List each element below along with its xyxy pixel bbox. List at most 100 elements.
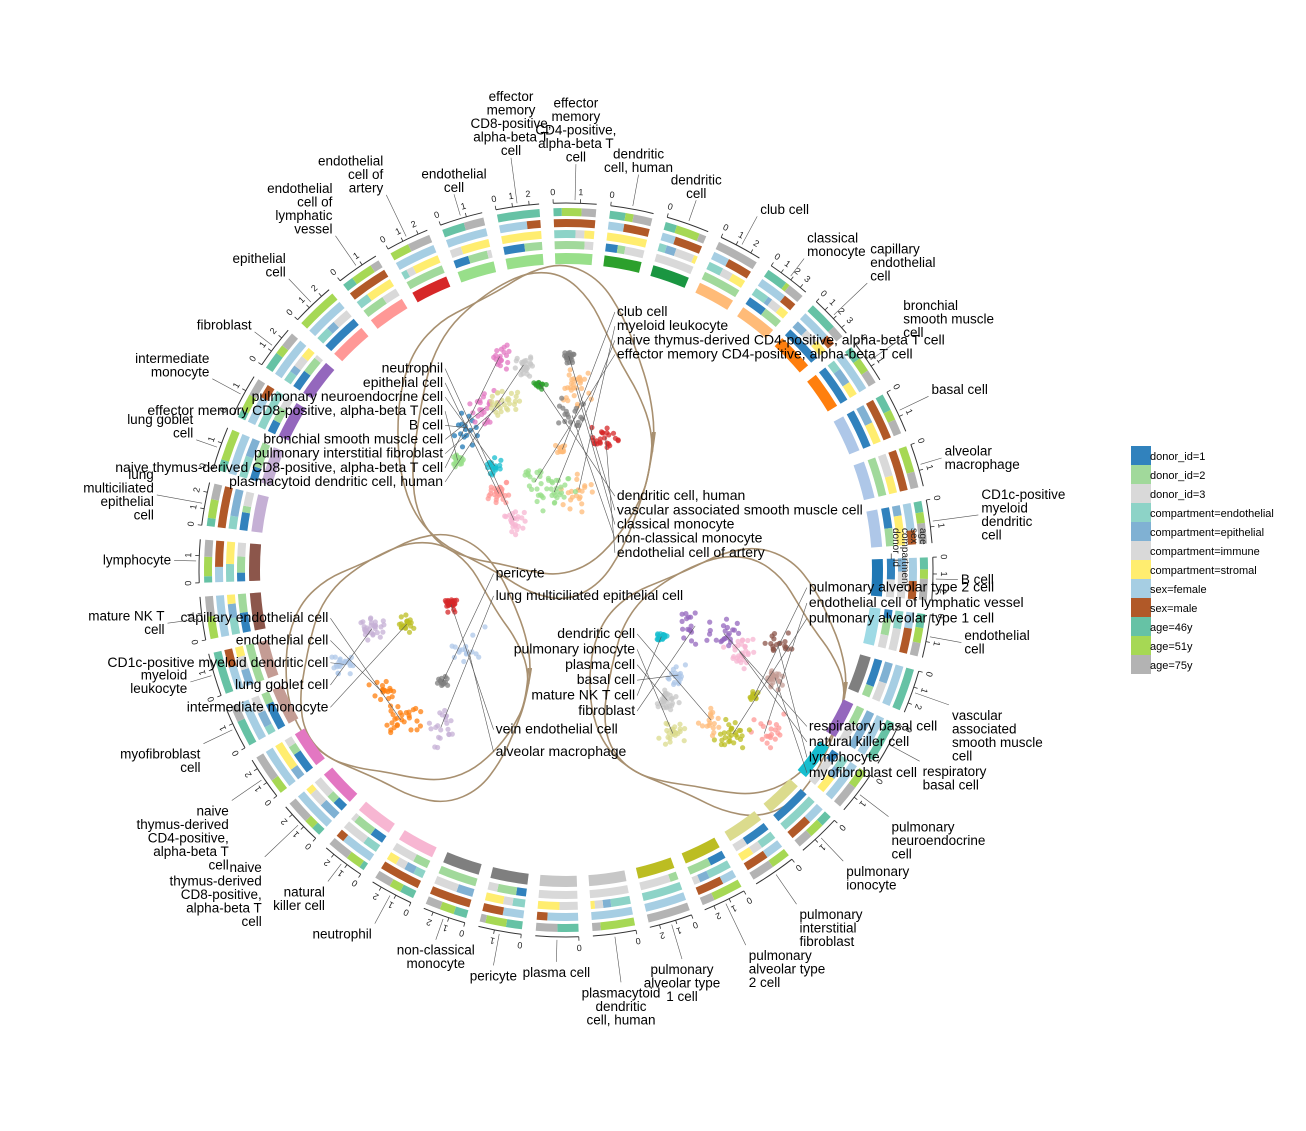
sector-tick: [919, 671, 923, 672]
cell-point: [513, 407, 518, 412]
sector-track-segment: [888, 420, 901, 437]
sector-track-segment: [609, 211, 626, 221]
sector-tick-label: 1: [936, 522, 947, 528]
sector-tick: [295, 317, 298, 320]
sector-tick-label: 1: [206, 435, 217, 443]
cell-point: [700, 723, 705, 728]
sector-track-segment: [903, 503, 915, 531]
sector-track-segment: [426, 896, 443, 909]
sector-tick-label: 0: [350, 878, 360, 889]
cluster-label: lymphocyte: [809, 748, 880, 764]
sector-track-segment: [608, 222, 625, 232]
cluster-label-leader: [441, 596, 494, 727]
sector-track-segment: [204, 576, 212, 583]
ring-sector: 012: [695, 222, 761, 310]
cell-point: [775, 731, 780, 736]
cell-point: [527, 374, 532, 379]
sector-tick: [792, 859, 794, 862]
cluster-label: vein endothelial cell: [496, 721, 618, 737]
sector-label-leader: [933, 515, 979, 521]
sector-track-segment: [554, 219, 596, 228]
sector-tick: [660, 925, 661, 929]
cluster-point-group: [589, 425, 621, 450]
sector-tick-label: 0: [691, 920, 699, 931]
sector-track-segment: [920, 569, 928, 579]
sector-track-segment: [215, 567, 223, 582]
sector-tick-label: 1: [217, 724, 228, 733]
sector-track-segment: [243, 492, 254, 508]
cell-point: [721, 623, 726, 628]
sector-track-segment: [555, 241, 585, 250]
cell-point: [565, 398, 570, 403]
cell-point: [716, 716, 721, 721]
sector-track-segment: [204, 557, 212, 577]
sector-tick: [887, 390, 890, 392]
cluster-label-leader: [451, 604, 494, 729]
sector-tick-label: 3: [844, 315, 855, 325]
legend: donor_id=1donor_id=2donor_id=3compartmen…: [1131, 446, 1274, 674]
sector-celltype-band: [555, 253, 593, 265]
cell-point: [504, 366, 509, 371]
cell-point: [372, 693, 377, 698]
sector-tick-label: 0: [303, 841, 313, 852]
cell-point: [682, 726, 687, 731]
sector-track-segment: [910, 642, 921, 657]
sector-tick-label: 0: [186, 521, 197, 527]
cluster-point-group: [553, 443, 567, 455]
cell-point: [567, 506, 572, 511]
cell-point: [734, 659, 739, 664]
ring-sector: 012: [371, 830, 437, 918]
cell-point: [499, 347, 504, 352]
cell-point: [677, 700, 682, 705]
cluster-point-group: [443, 597, 459, 614]
sector-tick: [667, 213, 668, 217]
sector-tick: [908, 703, 912, 704]
cell-point: [510, 524, 515, 529]
sector-tick-label: 0: [378, 234, 387, 245]
sector-tick: [401, 238, 403, 242]
sector-tick-label: 2: [425, 917, 433, 928]
sector-tick-label: 0: [490, 194, 497, 205]
sector-track-segment: [503, 907, 525, 918]
cell-point: [656, 736, 661, 741]
sector-label-leader: [454, 194, 460, 215]
track-label: donor_id: [890, 528, 901, 567]
cell-point: [539, 481, 544, 486]
sector-track-segment: [537, 912, 548, 921]
sector-tick: [692, 915, 693, 919]
cell-point: [606, 432, 611, 437]
cell-point: [371, 632, 376, 637]
cluster-label-leader: [445, 357, 500, 468]
sector-tick: [781, 269, 783, 272]
cell-point: [572, 393, 577, 398]
sector-celltype-band: [588, 870, 626, 886]
cell-point: [331, 665, 336, 670]
cluster-label: respiratory basal cell: [809, 717, 937, 733]
cell-point: [474, 425, 479, 430]
sector-tick-label: 1: [783, 258, 793, 269]
cluster-label: dendritic cell: [557, 625, 635, 641]
cell-point: [733, 720, 738, 725]
sector-tick-label: 3: [802, 274, 812, 285]
sector-tick: [242, 389, 245, 391]
cell-point: [399, 717, 404, 722]
sector-celltype-band: [603, 255, 641, 272]
ring-sector: 01: [834, 382, 915, 454]
sector-tick: [209, 670, 213, 671]
cell-point: [740, 745, 745, 750]
sector-tick: [202, 640, 206, 641]
sector-tick-label: 2: [714, 910, 723, 921]
sector-tick: [834, 820, 837, 823]
cluster-point-group: [451, 452, 466, 469]
legend-swatch: [1131, 655, 1151, 674]
legend-swatch: [1131, 465, 1151, 484]
cell-point: [576, 420, 581, 425]
sector-track-segment: [562, 208, 582, 216]
sector-tick: [313, 838, 316, 841]
cell-point: [427, 721, 432, 726]
cell-point: [489, 399, 494, 404]
sector-tick-label: 0: [635, 936, 642, 947]
sector-axis: [535, 936, 579, 937]
